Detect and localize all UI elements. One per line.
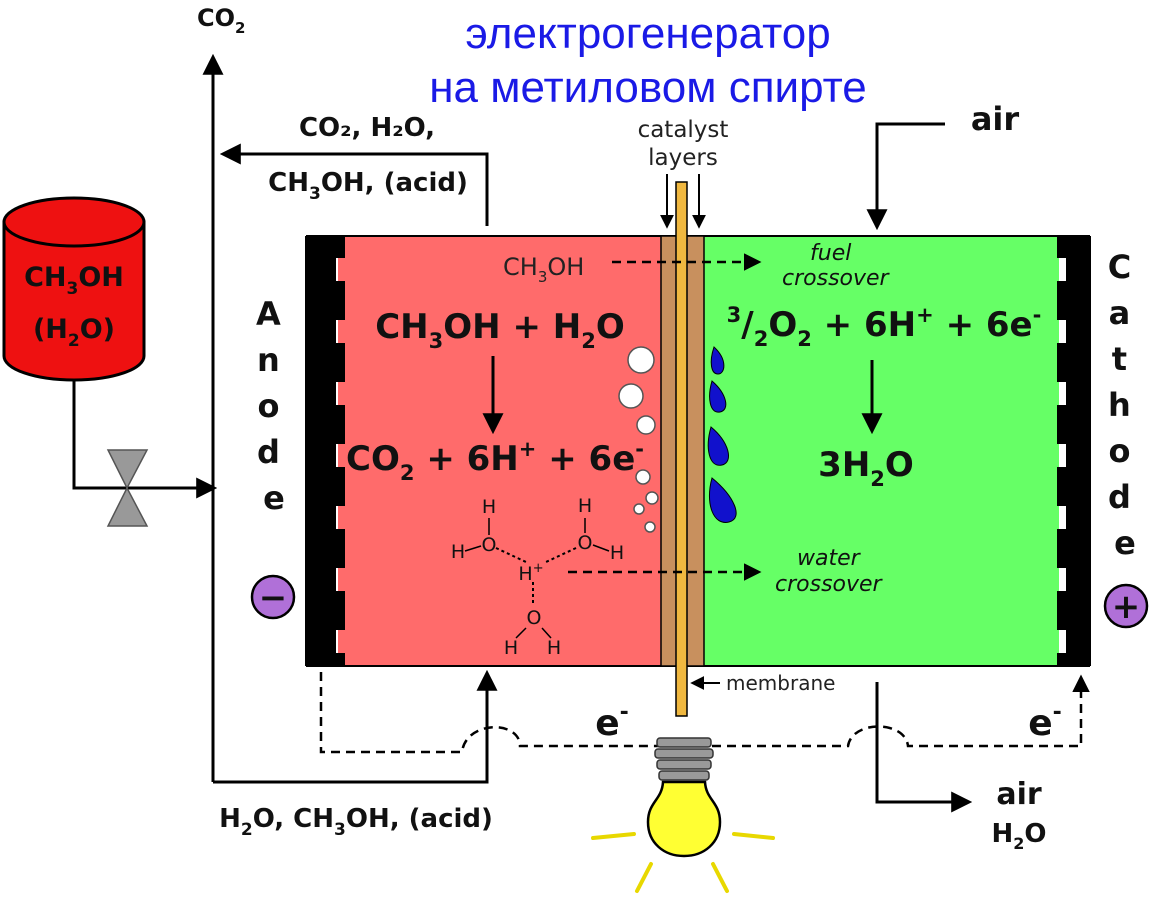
hydronium-atoms: H O H H O H H+ O H H <box>451 495 624 659</box>
title-line-2: на метиловом спирте <box>429 63 867 112</box>
air-inlet-pipe <box>866 122 945 231</box>
water-crossover-label-2: crossover <box>775 572 884 597</box>
anode-exhaust-pipe <box>219 143 489 226</box>
exhaust-label-2: CH3OH, (acid) <box>268 168 468 204</box>
svg-text:H: H <box>547 637 561 659</box>
exhaust-label-1: CO₂, H₂O, <box>299 113 435 143</box>
svg-text:H: H <box>578 495 592 517</box>
fuel-crossover-label-1: fuel <box>810 241 851 266</box>
cathode-exhaust-pipe <box>875 682 973 813</box>
catalyst-label-1: catalyst <box>638 117 729 143</box>
title-line-1: электрогенератор <box>465 9 830 58</box>
svg-text:O: O <box>482 534 497 556</box>
svg-text:H: H <box>482 496 496 518</box>
anode-chamber <box>338 236 664 666</box>
fuel-crossover-species: CH3OH <box>503 253 584 286</box>
electron-label-right: e- <box>1028 700 1062 744</box>
circuit-wire-right <box>712 674 1090 748</box>
cathode-reaction-reactants: 3/2O2 + 6H+ + 6e- <box>727 303 1042 351</box>
svg-text:H: H <box>504 637 518 659</box>
valve-icon <box>106 449 149 527</box>
tank-label-2: (H2O) <box>33 314 115 351</box>
cathode-chamber <box>703 236 1059 666</box>
anode-label: A n o d e <box>256 295 292 517</box>
cathode-reaction-products: 3H2O <box>818 445 914 491</box>
membrane-label: membrane <box>726 671 835 695</box>
co2-bubbles <box>618 346 659 533</box>
h2o-out-label: H2O <box>991 819 1046 853</box>
tank-feed-pipe <box>72 380 218 499</box>
electron-label-left: e- <box>595 700 629 744</box>
cathode-flow-plate <box>1057 236 1091 666</box>
tank-label-1: CH3OH <box>24 262 124 299</box>
positive-sign: + <box>1112 587 1141 627</box>
methanol-tank <box>2 196 146 382</box>
anode-flow-plate <box>305 236 345 666</box>
circuit-wire-left <box>319 672 660 754</box>
catalyst-label-2: layers <box>648 145 718 171</box>
negative-terminal-icon <box>250 574 296 620</box>
anode-feed-pipe <box>213 669 498 784</box>
cathode-catalyst-layer <box>685 235 705 667</box>
anode-reaction-reactants: CH3OH + H2O <box>375 307 625 353</box>
feed-label: H2O, CH3OH, (acid) <box>219 804 493 840</box>
svg-text:H: H <box>451 541 465 563</box>
lightbulb-icon <box>646 737 722 858</box>
positive-terminal-icon <box>1103 583 1149 629</box>
water-droplets <box>707 346 737 523</box>
membrane <box>675 181 688 717</box>
air-out-label: air <box>996 777 1042 812</box>
co2-vent-label: CO2 <box>197 4 245 37</box>
air-in-label: air <box>971 100 1020 138</box>
svg-text:H: H <box>610 542 624 564</box>
svg-text:H+: H+ <box>518 561 543 585</box>
water-crossover-label-1: water <box>797 546 862 571</box>
fuel-crossover-label-2: crossover <box>782 266 891 291</box>
negative-sign: − <box>259 578 288 618</box>
svg-text:O: O <box>578 532 593 554</box>
hydronium-cluster <box>464 518 610 639</box>
svg-text:O: O <box>527 607 542 629</box>
cathode-label: C a t h o d e <box>1108 248 1143 562</box>
light-rays <box>591 832 775 893</box>
anode-reaction-products: CO2 + 6H+ + 6e- <box>346 437 644 485</box>
